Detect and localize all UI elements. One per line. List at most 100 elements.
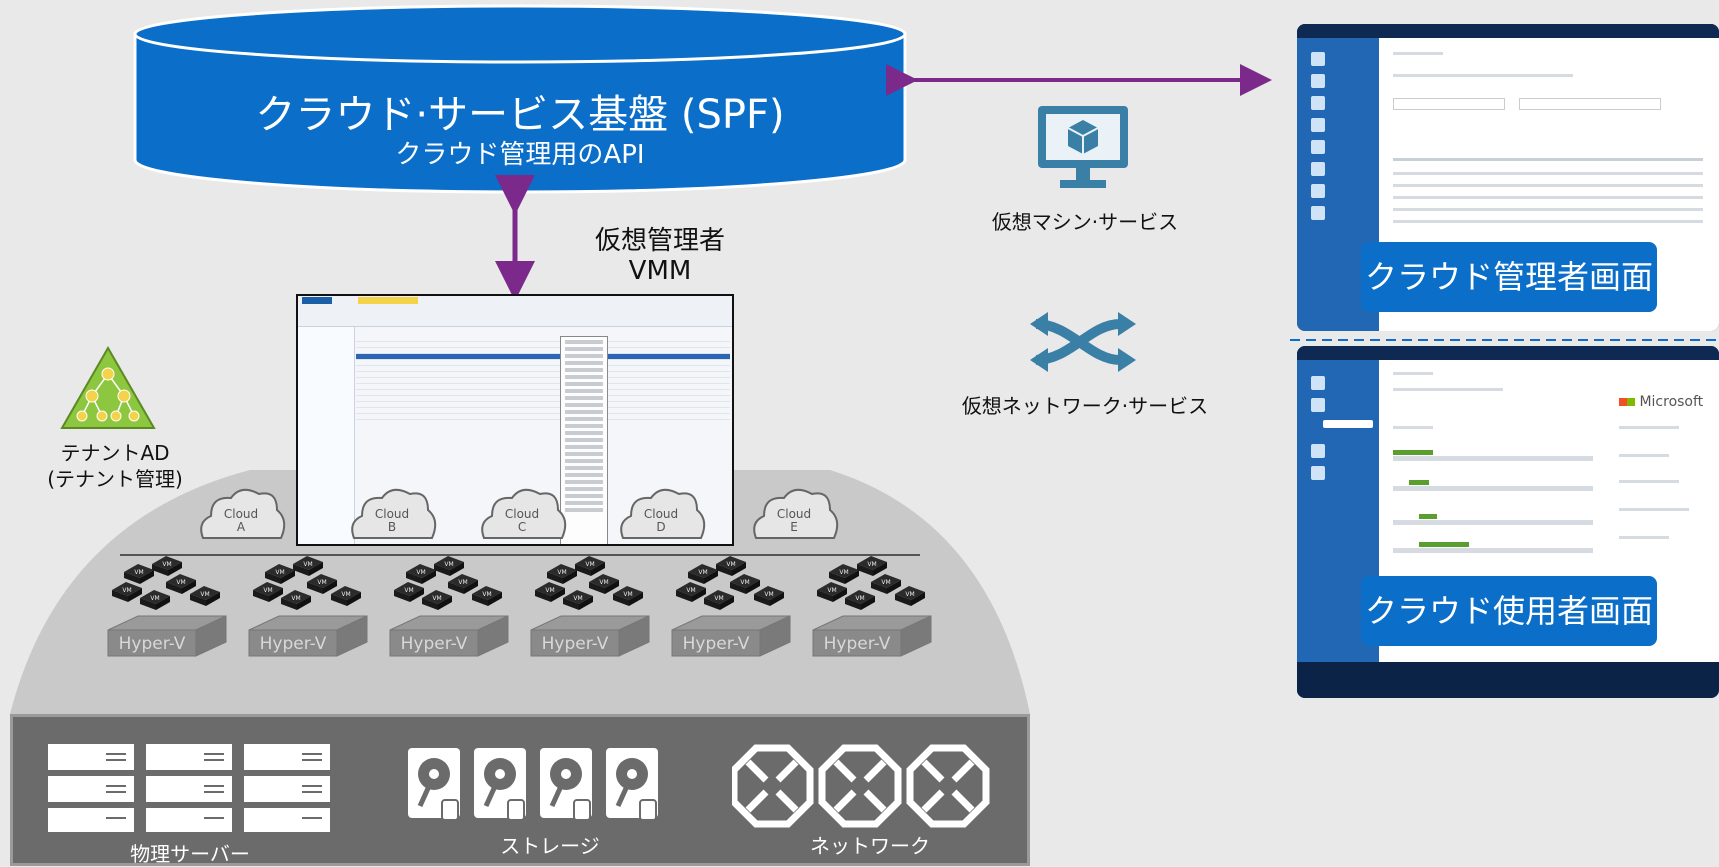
vm-label: VM bbox=[599, 579, 608, 586]
network-label: ネットワーク bbox=[810, 834, 930, 858]
network-service-label: 仮想ネットワーク·サービス bbox=[961, 394, 1209, 418]
vm-chip: VM bbox=[448, 574, 478, 594]
admin-portal-header bbox=[1297, 24, 1719, 38]
vm-label: VM bbox=[585, 561, 594, 568]
vm-label: VM bbox=[764, 591, 773, 598]
server-chassis bbox=[530, 629, 620, 657]
vm-label: VM bbox=[303, 561, 312, 568]
server-chassis bbox=[107, 629, 197, 657]
vmm-label-line2: VMM bbox=[628, 256, 692, 286]
vm-chip: VM bbox=[704, 590, 734, 610]
vm-chip: VM bbox=[688, 564, 718, 584]
vm-label: VM bbox=[827, 587, 836, 594]
cloud-shape bbox=[351, 488, 437, 539]
vm-label: VM bbox=[291, 595, 300, 602]
vm-chip: VM bbox=[676, 582, 706, 602]
cloud-letter: C bbox=[518, 520, 526, 534]
vm-label: VM bbox=[905, 591, 914, 598]
vm-label: VM bbox=[623, 591, 632, 598]
tenant-ad-icon bbox=[60, 346, 156, 429]
vm-chip: VM bbox=[307, 574, 337, 594]
vm-label: VM bbox=[881, 579, 890, 586]
vm-label: VM bbox=[275, 569, 284, 576]
vm-chip: VM bbox=[547, 564, 577, 584]
vm-chip: VM bbox=[422, 590, 452, 610]
vmm-label-line1: 仮想管理者 bbox=[594, 226, 725, 256]
vm-service-icon bbox=[1038, 106, 1128, 188]
vm-label: VM bbox=[726, 561, 735, 568]
user-portal-content: Microsoft bbox=[1379, 360, 1719, 698]
cloud-shape bbox=[481, 488, 567, 539]
vm-chip: VM bbox=[331, 586, 361, 606]
cloud-name: Cloud bbox=[644, 507, 678, 521]
vm-chip: VM bbox=[857, 556, 887, 576]
vm-chip: VM bbox=[253, 582, 283, 602]
physical-server-icons bbox=[48, 744, 330, 832]
vm-label: VM bbox=[740, 579, 749, 586]
vm-label: VM bbox=[341, 591, 350, 598]
hyperv-label: Hyper-V bbox=[824, 634, 891, 654]
vm-chip: VM bbox=[281, 590, 311, 610]
cloud-letter: A bbox=[237, 520, 246, 534]
vm-label: VM bbox=[545, 587, 554, 594]
vm-chip: VM bbox=[817, 582, 847, 602]
vm-label: VM bbox=[122, 587, 131, 594]
user-screen-label: クラウド使用者画面 bbox=[1361, 576, 1657, 646]
vm-label: VM bbox=[263, 587, 272, 594]
vm-label: VM bbox=[714, 595, 723, 602]
vm-chip: VM bbox=[472, 586, 502, 606]
physical-servers-label: 物理サーバー bbox=[130, 842, 250, 866]
storage-disk-icon bbox=[540, 748, 592, 821]
vm-chip: VM bbox=[166, 574, 196, 594]
spf-cylinder bbox=[133, 4, 907, 194]
vm-chip: VM bbox=[434, 556, 464, 576]
vm-chip: VM bbox=[730, 574, 760, 594]
vm-chip: VM bbox=[589, 574, 619, 594]
vmm-context-menu bbox=[560, 336, 608, 544]
vm-label: VM bbox=[404, 587, 413, 594]
vm-chip: VM bbox=[152, 556, 182, 576]
storage-icons bbox=[408, 748, 658, 821]
storage-disk-icon bbox=[606, 748, 658, 821]
cloud-shape bbox=[753, 488, 839, 539]
storage-label: ストレージ bbox=[500, 834, 600, 858]
vm-chip: VM bbox=[895, 586, 925, 606]
vm-chip: VM bbox=[124, 564, 154, 584]
vm-chip: VM bbox=[845, 590, 875, 610]
admin-screen-label: クラウド管理者画面 bbox=[1361, 242, 1657, 312]
cloud-name: Cloud bbox=[224, 507, 258, 521]
vm-label: VM bbox=[557, 569, 566, 576]
cloud-shape bbox=[200, 488, 286, 539]
vm-chip: VM bbox=[112, 582, 142, 602]
vm-chip: VM bbox=[871, 574, 901, 594]
vm-label: VM bbox=[150, 595, 159, 602]
vm-label: VM bbox=[482, 591, 491, 598]
router-icon bbox=[906, 744, 990, 828]
router-icon bbox=[818, 744, 902, 828]
admin-portal-screenshot: クラウド管理者画面 bbox=[1297, 24, 1719, 331]
vm-chip: VM bbox=[140, 590, 170, 610]
spf-subtitle: クラウド管理用のAPI bbox=[395, 140, 645, 170]
storage-disk-icon bbox=[408, 748, 460, 821]
hyperv-label: Hyper-V bbox=[260, 634, 327, 654]
vm-chip: VM bbox=[265, 564, 295, 584]
vm-chip: VM bbox=[394, 582, 424, 602]
vm-chip: VM bbox=[613, 586, 643, 606]
server-chassis bbox=[671, 629, 761, 657]
hyperv-host-1: Hyper-V VM VM VM VM VM VM bbox=[248, 556, 368, 657]
hyperv-label: Hyper-V bbox=[401, 634, 468, 654]
hyperv-label: Hyper-V bbox=[683, 634, 750, 654]
vmm-navigation-pane bbox=[298, 327, 355, 544]
tenant-ad-label: テナントAD (テナント管理) bbox=[30, 440, 200, 492]
user-portal-sidebar bbox=[1297, 360, 1379, 698]
microsoft-brand-text: Microsoft bbox=[1639, 394, 1704, 410]
cloud-shape bbox=[620, 488, 706, 539]
hyperv-host-4: Hyper-V VM VM VM VM VM VM bbox=[671, 556, 791, 657]
vm-chip: VM bbox=[293, 556, 323, 576]
vmm-label: 仮想管理者 VMM bbox=[560, 226, 760, 286]
vm-label: VM bbox=[686, 587, 695, 594]
vmm-ribbon bbox=[298, 296, 732, 327]
cloud-letter: B bbox=[388, 520, 396, 534]
